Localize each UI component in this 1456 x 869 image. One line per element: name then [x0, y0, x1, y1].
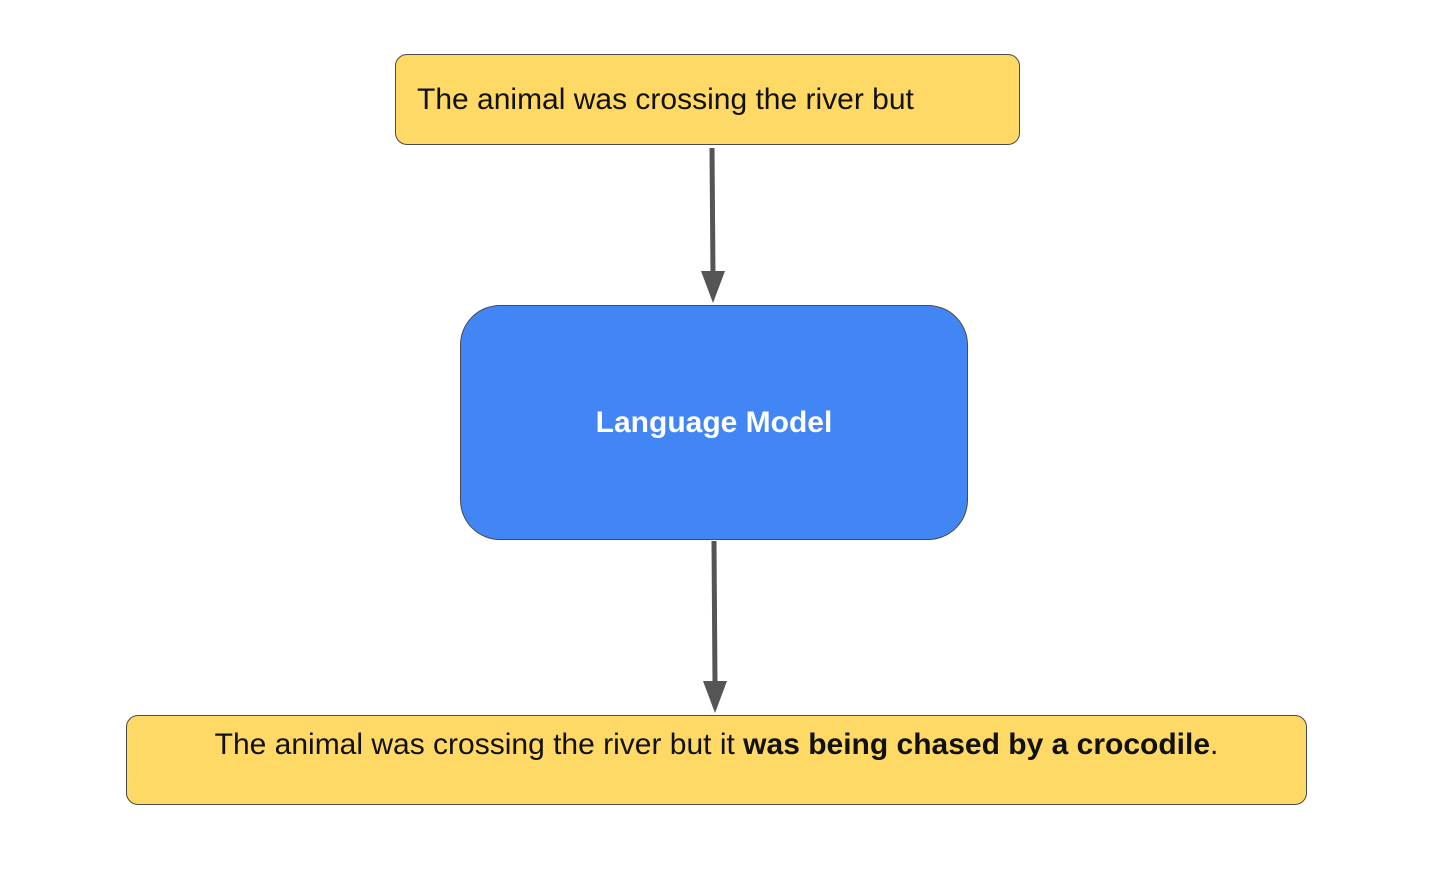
model-label: Language Model — [595, 405, 833, 439]
output-text-box: The animal was crossing the river but it… — [126, 715, 1307, 805]
output-punctuation: . — [1210, 728, 1219, 761]
input-text-box: The animal was crossing the river but — [395, 54, 1020, 145]
output-generated-text: was being chased by a crocodile — [743, 728, 1211, 761]
output-prompt-text: The animal was crossing the river but it — [214, 728, 744, 761]
arrow-model-to-output — [703, 540, 727, 713]
input-text: The animal was crossing the river but — [417, 82, 914, 116]
language-model-box: Language Model — [460, 305, 968, 540]
arrow-input-to-model — [701, 147, 725, 303]
